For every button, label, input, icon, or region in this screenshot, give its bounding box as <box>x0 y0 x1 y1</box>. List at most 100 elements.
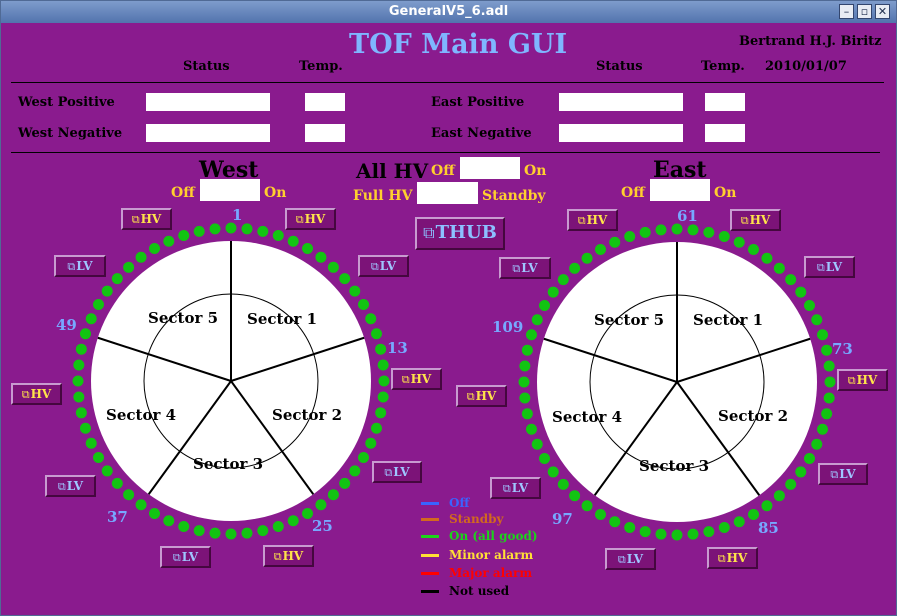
west-tray-status-led[interactable] <box>178 229 190 241</box>
west-tray-status-led[interactable] <box>73 359 85 371</box>
west-hv-button[interactable]: ⧉HV <box>285 208 336 230</box>
west-tray-status-led[interactable] <box>365 437 377 449</box>
west-tray-status-led[interactable] <box>149 508 160 520</box>
east-tray-status-led[interactable] <box>531 438 543 450</box>
west-tray-status-led[interactable] <box>225 528 237 540</box>
east-tray-status-led[interactable] <box>687 224 699 236</box>
east-tray-status-led[interactable] <box>823 360 835 372</box>
west-tray-status-led[interactable] <box>72 375 84 387</box>
east-tray-status-led[interactable] <box>733 236 745 248</box>
east-sector-5-label[interactable]: Sector 5 <box>594 311 665 329</box>
east-tray-status-led[interactable] <box>811 438 823 450</box>
east-sector-2-label[interactable]: Sector 2 <box>718 407 789 425</box>
west-tray-status-led[interactable] <box>241 527 253 539</box>
east-tray-status-led[interactable] <box>639 526 651 538</box>
east-tray-status-led[interactable] <box>519 392 531 404</box>
east-tray-status-led[interactable] <box>811 314 823 326</box>
east-hv-switch[interactable] <box>650 179 710 201</box>
east-lv-button[interactable]: ⧉LV <box>804 256 855 278</box>
east-tray-status-led[interactable] <box>823 392 835 404</box>
west-sector-4-label[interactable]: Sector 4 <box>106 406 177 424</box>
west-lv-button[interactable]: ⧉LV <box>358 255 409 277</box>
west-lv-button[interactable]: ⧉LV <box>45 475 96 497</box>
west-tray-status-led[interactable] <box>85 313 97 325</box>
west-tray-status-led[interactable] <box>377 359 389 371</box>
east-hv-button[interactable]: ⧉HV <box>456 385 507 407</box>
west-tray-status-led[interactable] <box>135 251 147 263</box>
west-tray-status-led[interactable] <box>377 391 389 403</box>
east-tray-status-led[interactable] <box>547 286 559 298</box>
west-tray-status-led[interactable] <box>178 521 190 533</box>
west-sector-3-label[interactable]: Sector 3 <box>193 455 264 473</box>
west-tray-status-led[interactable] <box>135 499 147 511</box>
west-lv-button[interactable]: ⧉LV <box>160 546 211 568</box>
east-sector-3-label[interactable]: Sector 3 <box>639 457 710 475</box>
east-tray-status-led[interactable] <box>624 522 636 534</box>
window-titlebar[interactable]: GeneralV5_6.adl – ▫ ✕ <box>1 1 896 23</box>
west-sector-1-label[interactable]: Sector 1 <box>247 310 318 328</box>
west-tray-status-led[interactable] <box>365 313 377 325</box>
west-tray-status-led[interactable] <box>193 525 205 537</box>
west-tray-status-led[interactable] <box>79 422 91 434</box>
east-tray-status-led[interactable] <box>519 360 531 372</box>
west-tray-status-led[interactable] <box>371 328 383 340</box>
east-tray-status-led[interactable] <box>795 466 807 478</box>
thub-button[interactable]: ⧉THUB <box>415 217 505 250</box>
west-sector-2-label[interactable]: Sector 2 <box>272 406 343 424</box>
east-tray-status-led[interactable] <box>569 490 581 502</box>
maximize-button[interactable]: ▫ <box>857 4 872 19</box>
west-tray-status-led[interactable] <box>209 527 221 539</box>
east-tray-status-led[interactable] <box>525 423 537 435</box>
east-tray-status-led[interactable] <box>773 490 785 502</box>
minimize-button[interactable]: – <box>839 4 854 19</box>
east-tray-status-led[interactable] <box>817 423 829 435</box>
east-tray-status-led[interactable] <box>671 529 683 541</box>
west-tray-status-led[interactable] <box>302 508 313 520</box>
west-sector-5-label[interactable]: Sector 5 <box>148 309 219 327</box>
east-tray-status-led[interactable] <box>595 509 606 521</box>
west-hv-button[interactable]: ⧉HV <box>121 208 172 230</box>
west-tray-status-led[interactable] <box>339 477 351 489</box>
west-hv-switch[interactable] <box>200 179 260 201</box>
west-tray-status-led[interactable] <box>349 285 361 297</box>
west-tray-status-led[interactable] <box>85 437 97 449</box>
east-hv-button[interactable]: ⧉HV <box>707 547 758 569</box>
east-hv-button[interactable]: ⧉HV <box>730 209 781 231</box>
west-tray-status-led[interactable] <box>327 489 339 501</box>
all-hv-switch[interactable] <box>460 157 520 179</box>
east-tray-status-led[interactable] <box>761 252 773 264</box>
east-tray-status-led[interactable] <box>538 300 550 311</box>
west-tray-status-led[interactable] <box>123 489 135 501</box>
east-lv-button[interactable]: ⧉LV <box>490 477 541 499</box>
west-tray-status-led[interactable] <box>241 223 253 235</box>
east-hv-button[interactable]: ⧉HV <box>567 209 618 231</box>
west-tray-status-led[interactable] <box>257 225 269 237</box>
east-tray-status-led[interactable] <box>817 329 829 341</box>
west-lv-button[interactable]: ⧉LV <box>54 255 106 277</box>
west-tray-status-led[interactable] <box>225 222 237 234</box>
east-tray-status-led[interactable] <box>538 453 550 464</box>
west-tray-status-led[interactable] <box>111 477 123 489</box>
east-tray-status-led[interactable] <box>748 509 759 521</box>
west-tray-status-led[interactable] <box>349 465 361 477</box>
east-lv-button[interactable]: ⧉LV <box>499 257 551 279</box>
east-tray-status-led[interactable] <box>703 226 715 238</box>
west-tray-status-led[interactable] <box>111 273 123 285</box>
east-tray-status-led[interactable] <box>609 516 621 528</box>
east-tray-status-led[interactable] <box>687 528 699 540</box>
full-hv-switch[interactable] <box>417 182 478 204</box>
west-tray-status-led[interactable] <box>287 235 299 247</box>
east-tray-status-led[interactable] <box>824 376 836 388</box>
east-tray-status-led[interactable] <box>531 314 543 326</box>
west-hv-button[interactable]: ⧉HV <box>263 545 314 567</box>
west-tray-status-led[interactable] <box>92 452 104 463</box>
west-tray-status-led[interactable] <box>123 261 135 273</box>
east-tray-status-led[interactable] <box>748 243 759 255</box>
east-tray-status-led[interactable] <box>821 344 833 356</box>
east-sector-1-label[interactable]: Sector 1 <box>693 311 764 329</box>
west-tray-status-led[interactable] <box>163 515 175 527</box>
close-button[interactable]: ✕ <box>875 4 890 19</box>
east-tray-status-led[interactable] <box>655 224 667 236</box>
east-tray-status-led[interactable] <box>569 262 581 274</box>
east-tray-status-led[interactable] <box>547 466 559 478</box>
